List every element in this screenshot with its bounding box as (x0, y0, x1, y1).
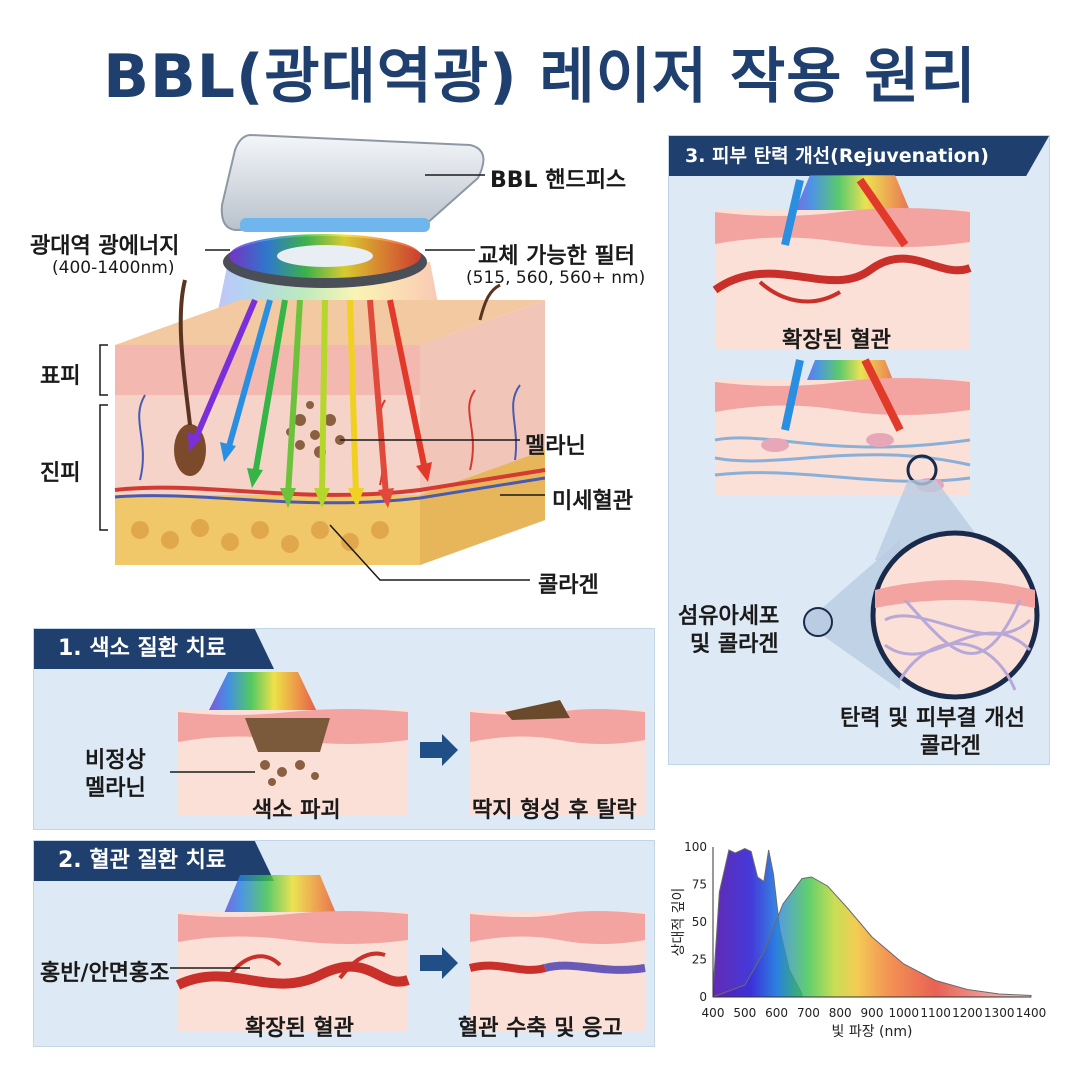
panel3-fibroblast-line2: 및 콜라겐 (690, 632, 779, 657)
bbl-handpiece (220, 133, 485, 232)
handpiece-label: BBL 핸드피스 (490, 168, 627, 193)
chart-x-tick: 800 (829, 1006, 852, 1020)
panel3-result-line1: 탄력 및 피부결 개선 (840, 706, 1025, 731)
chart-x-tick: 1400 (1016, 1006, 1047, 1020)
filter-values: (515, 560, 560+ nm) (466, 268, 646, 288)
energy-range: (400-1400nm) (52, 258, 175, 278)
melanin-label: 멜라닌 (525, 434, 586, 459)
panel2-header: 2. 혈관 질환 치료 (34, 841, 274, 881)
skin-cross-section-diagram (99, 133, 546, 581)
panel-rejuvenation: 3. 피부 탄력 개선(Rejuvenation) (668, 135, 1050, 765)
panel1-step1: 색소 파괴 (252, 798, 341, 823)
chart-x-tick: 400 (702, 1006, 725, 1020)
panel1-header: 1. 색소 질환 치료 (34, 629, 274, 669)
panel2-step2: 혈관 수축 및 응고 (458, 1016, 623, 1041)
chart-y-tick: 25 (692, 953, 707, 967)
chart-x-tick: 700 (797, 1006, 820, 1020)
dermis-label: 진피 (40, 461, 81, 486)
chart-x-tick: 1000 (889, 1006, 920, 1020)
chart-series-1-area (712, 847, 803, 998)
chart-y-tick: 0 (699, 990, 707, 1004)
chart-x-tick: 900 (861, 1006, 884, 1020)
chart-series-2-area (712, 876, 1032, 998)
chart-y-tick: 75 (692, 878, 707, 892)
chart-y-tick: 100 (684, 840, 707, 854)
panel1-step2: 딱지 형성 후 탈락 (472, 798, 637, 823)
chart-x-tick: 1200 (952, 1006, 983, 1020)
chart-y-tick: 50 (692, 915, 707, 929)
page-title: BBL(광대역광) 레이저 작용 원리 (103, 42, 977, 112)
energy-label: 광대역 광에너지 (30, 234, 180, 259)
panel2-step1: 확장된 혈관 (245, 1016, 354, 1041)
chart-x-tick: 1100 (920, 1006, 951, 1020)
panel3-header: 3. 피부 탄력 개선(Rejuvenation) (669, 136, 1049, 176)
chart-x-tick: 500 (733, 1006, 756, 1020)
skin-top-surface (115, 300, 545, 345)
chart-x-tick: 600 (765, 1006, 788, 1020)
chart-x-label: 빛 파장 (nm) (832, 1024, 913, 1040)
collagen-label: 콜라겐 (538, 573, 599, 598)
chart-x-tick: 1300 (984, 1006, 1015, 1020)
chart-y-label: 상대적 깊이 (671, 888, 687, 957)
capillary-label: 미세혈관 (552, 489, 633, 514)
epidermis-label: 표피 (40, 364, 81, 389)
panel1-target-line2: 멜라닌 (85, 776, 146, 801)
panel2-target: 홍반/안면홍조 (40, 961, 170, 986)
panel3-fibroblast-line1: 섬유아세포 (678, 604, 780, 629)
panel3-result-line2: 콜라겐 (920, 734, 981, 759)
panel1-target-line1: 비정상 (85, 748, 146, 773)
filter-label: 교체 가능한 필터 (478, 244, 635, 269)
panel3-vessel-label: 확장된 혈관 (782, 328, 891, 353)
